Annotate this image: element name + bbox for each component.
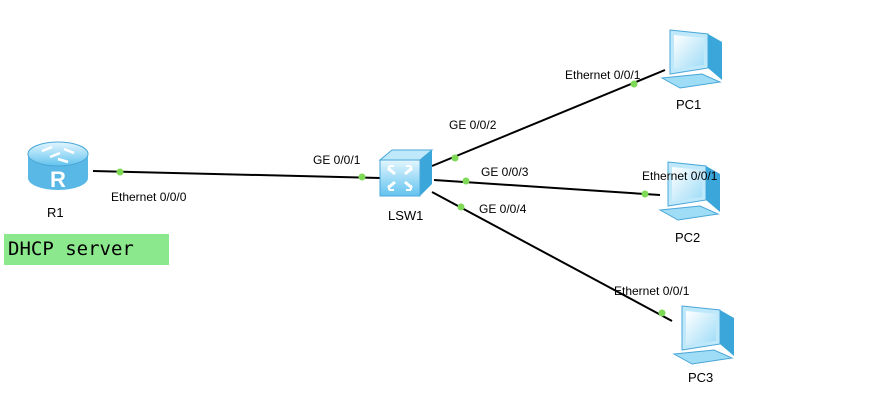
device-name-pc1: PC1 — [676, 97, 702, 112]
switch-icon[interactable] — [378, 149, 434, 197]
router-icon[interactable]: R — [27, 141, 89, 192]
port-dot-r1-e000 — [116, 168, 124, 176]
port-label-pc1: Ethernet 0/0/1 — [565, 68, 641, 82]
pc-icon[interactable] — [658, 161, 720, 221]
port-label-lsw1-ge003: GE 0/0/3 — [481, 165, 529, 179]
link-lsw1-pc3 — [431, 191, 673, 322]
port-dot-lsw1-ge002 — [451, 154, 459, 162]
port-dot-lsw1-ge003 — [462, 177, 470, 185]
port-label-lsw1-ge001: GE 0/0/1 — [313, 153, 361, 167]
link-r1-lsw1 — [92, 170, 381, 179]
pc-icon[interactable] — [672, 305, 734, 365]
link-lsw1-pc2 — [433, 179, 661, 196]
pc-icon[interactable] — [660, 29, 722, 89]
port-dot-lsw1-ge001 — [358, 173, 366, 181]
device-name-r1: R1 — [47, 205, 64, 220]
port-dot-pc3-e001 — [658, 309, 666, 317]
svg-text:R: R — [50, 167, 66, 192]
port-label-lsw1-ge002: GE 0/0/2 — [449, 118, 497, 132]
port-label-pc2: Ethernet 0/0/1 — [642, 169, 718, 183]
port-label-r1: Ethernet 0/0/0 — [111, 190, 187, 204]
port-dot-pc1-e001 — [630, 80, 638, 88]
dhcp-server-note: DHCP server — [4, 234, 169, 265]
port-label-lsw1-ge004: GE 0/0/4 — [479, 202, 527, 216]
link-lsw1-pc1 — [431, 69, 666, 167]
port-dot-lsw1-ge004 — [457, 203, 465, 211]
device-name-pc2: PC2 — [675, 230, 701, 245]
port-dot-pc2-e001 — [641, 190, 649, 198]
port-label-pc3: Ethernet 0/0/1 — [614, 284, 690, 298]
device-name-pc3: PC3 — [688, 370, 714, 385]
device-name-lsw1: LSW1 — [388, 208, 424, 223]
